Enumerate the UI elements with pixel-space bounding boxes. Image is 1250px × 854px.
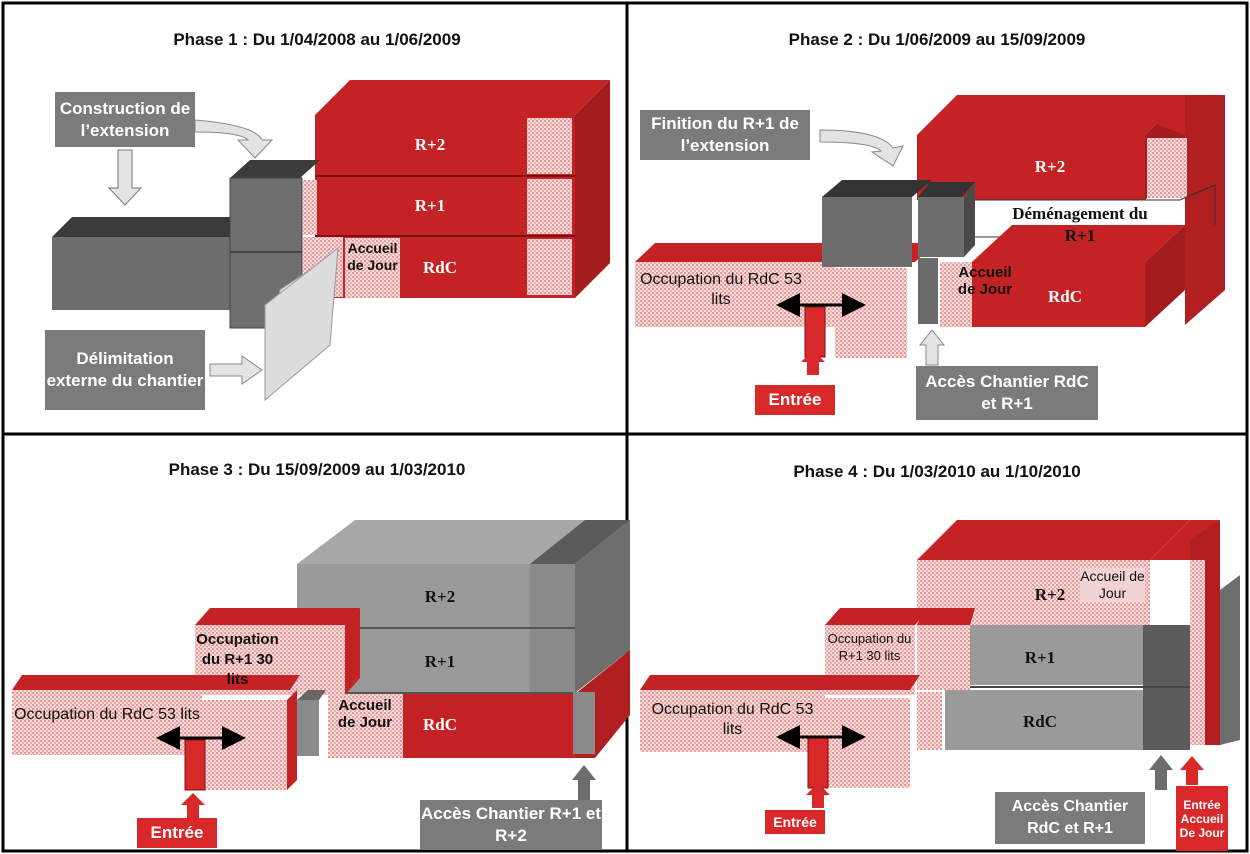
phase4-title: Phase 4 : Du 1/03/2010 au 1/10/2010 — [793, 462, 1081, 481]
phase3-label-r1: R+1 — [424, 652, 456, 671]
phase1-title: Phase 1 : Du 1/04/2008 au 1/06/2009 — [173, 30, 461, 49]
phase4-occupation-rdc: Occupation du RdC 53 lits — [651, 701, 814, 738]
phase2-label-r2: R+2 — [1034, 157, 1066, 176]
phase2-label-rdc: RdC — [1047, 287, 1082, 306]
phase2-accueil: Accueil de Jour — [957, 264, 1013, 298]
phase2-demenagement: Déménagement du R+1 — [1012, 204, 1148, 245]
phase2-title: Phase 2 : Du 1/06/2009 au 15/09/2009 — [788, 30, 1086, 49]
phase3-occupation-rdc: Occupation du RdC 53 lits — [14, 706, 200, 723]
phase2-occupation: Occupation du RdC 53 lits — [640, 271, 802, 308]
phase3-title: Phase 3 : Du 15/09/2009 au 1/03/2010 — [168, 460, 466, 479]
phase4-acces: Accès Chantier RdC et R+1 — [995, 792, 1145, 844]
phase3-accueil: Accueil de Jour — [337, 697, 393, 731]
phase1-arrows — [107, 119, 274, 385]
callout-construction: Construction de l’extension — [55, 92, 195, 147]
phase1-building — [52, 80, 610, 402]
phase4-occupation-r1: Occupation du R+1 30 lits — [827, 631, 912, 663]
phase3-building — [12, 520, 630, 818]
callout-delimitation: Délimitation externe du chantier — [45, 330, 205, 410]
phase3-label-r2: R+2 — [424, 587, 456, 606]
phase3-label-rdc: RdC — [422, 715, 457, 734]
phase4-entree: Entrée — [765, 810, 825, 834]
phase4-label-r1: R+1 — [1024, 648, 1056, 667]
phase2-building — [635, 95, 1225, 375]
phase4-label-r2: R+2 — [1034, 585, 1066, 604]
phase3-acces: Accès Chantier R+1 et R+2 — [420, 800, 602, 850]
phase1-label-r1: R+1 — [414, 196, 446, 215]
phase3-occupation-r1: Occupation du R+1 30 lits — [196, 631, 279, 688]
phase4-building — [640, 520, 1240, 808]
callout-finition: Finition du R+1 de l’extension — [640, 110, 810, 160]
phase2-acces: Accès Chantier RdC et R+1 — [916, 366, 1098, 420]
phase4-label-rdc: RdC — [1022, 712, 1057, 731]
phase1-label-r2: R+2 — [414, 135, 446, 154]
phase1-accueil: Accueil de Jour — [347, 240, 398, 273]
phase3-entree: Entrée — [137, 818, 217, 848]
phase4-entree-accueil: Entrée Accueil De Jour — [1176, 786, 1228, 851]
phase4-accueil: Accueil de Jour — [1080, 568, 1145, 602]
phase2-entree: Entrée — [755, 385, 835, 415]
phase1-label-rdc: RdC — [422, 258, 457, 277]
